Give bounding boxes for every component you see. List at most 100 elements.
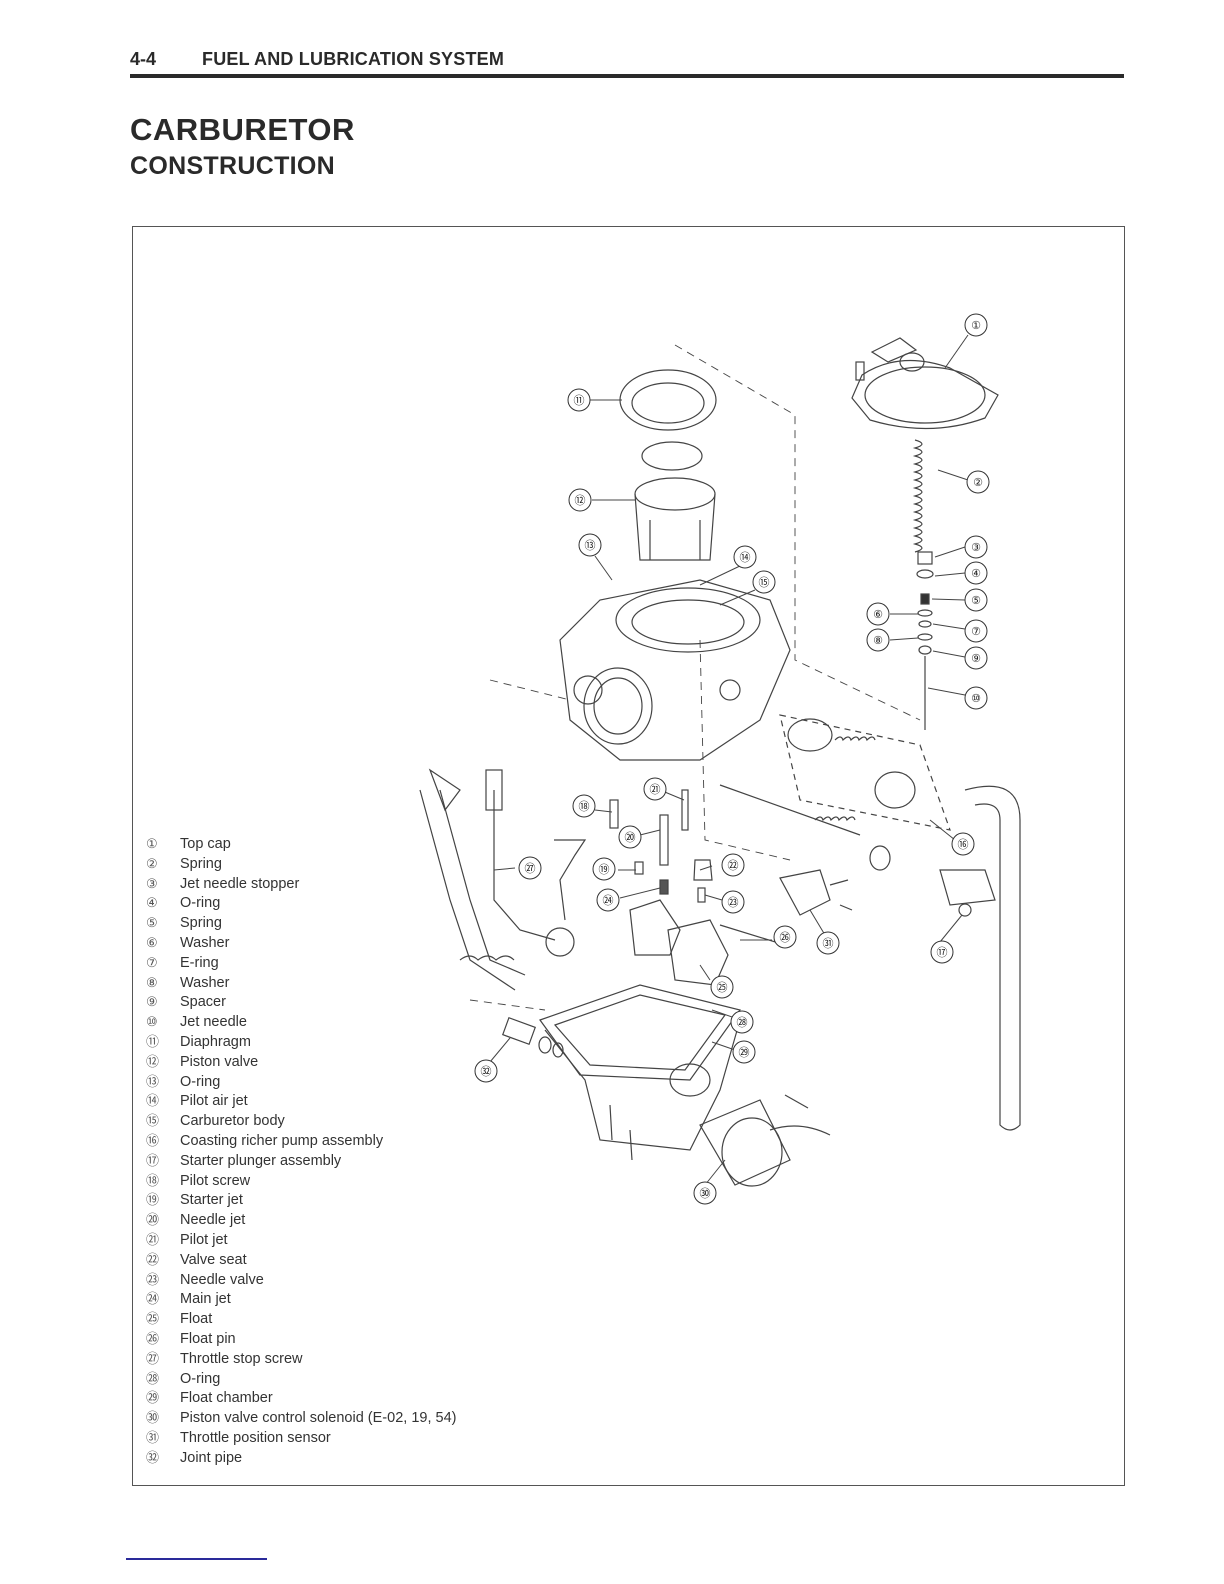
- legend-item-name: Needle valve: [180, 1271, 264, 1288]
- legend-item-name: Spacer: [180, 994, 226, 1011]
- legend-item-number: ㉕: [146, 1311, 160, 1327]
- legend-item: ⑱ Pilot screw: [146, 1171, 566, 1191]
- callout-label: ㉔: [603, 894, 614, 907]
- callout-label: ⑭: [740, 551, 751, 564]
- legend-item: ⑧ Washer: [146, 973, 566, 993]
- callout-label: ㉘: [737, 1016, 748, 1029]
- callout-label: ⑱: [579, 800, 590, 813]
- page-title: CARBURETOR: [130, 112, 355, 147]
- legend-item-number: ⑱: [146, 1172, 160, 1188]
- legend-item-name: Starter plunger assembly: [180, 1152, 342, 1169]
- legend-item-name: Spring: [180, 915, 222, 932]
- page-header: 4-4 FUEL AND LUBRICATION SYSTEM: [130, 46, 1124, 80]
- top-cap-part: [851, 337, 999, 430]
- legend-item-number: ㉖: [146, 1330, 160, 1346]
- float-chamber-part: [539, 984, 742, 1161]
- callout-label: ②: [973, 477, 983, 489]
- callout-label: ㉛: [823, 937, 834, 950]
- legend-item-number: ㉗: [146, 1350, 160, 1366]
- legend-item-number: ㉑: [146, 1231, 160, 1247]
- legend-item-number: ⑮: [146, 1113, 160, 1129]
- legend-item-name: Diaphragm: [180, 1033, 251, 1050]
- legend-item-name: Spring: [180, 855, 222, 872]
- callout-label: ⑧: [873, 635, 883, 647]
- legend-item-name: Valve seat: [180, 1251, 247, 1268]
- legend-item-name: Jet needle stopper: [180, 875, 300, 892]
- legend-item-name: Starter jet: [180, 1192, 243, 1209]
- carburetor-body-part: [559, 579, 791, 761]
- callout-label: ⑰: [937, 946, 948, 959]
- legend-item-number: ㉙: [146, 1390, 160, 1406]
- legend-item-name: E-ring: [180, 954, 219, 971]
- legend-item-name: Carburetor body: [180, 1113, 285, 1130]
- legend-item-name: Pilot screw: [180, 1172, 251, 1189]
- header-rule: [130, 74, 1124, 78]
- page-subtitle: CONSTRUCTION: [130, 152, 335, 180]
- callout-label: ㉓: [728, 896, 739, 909]
- callout-label: ⑥: [873, 609, 883, 621]
- legend-item-name: Coasting richer pump assembly: [180, 1132, 384, 1149]
- legend-item-number: ②: [146, 855, 158, 871]
- legend-item-name: Washer: [180, 974, 230, 991]
- spring-part: [912, 439, 923, 553]
- legend-item-name: Throttle stop screw: [180, 1350, 303, 1367]
- callout-label: ⑫: [575, 494, 586, 507]
- starter-plunger-part: [719, 784, 996, 917]
- callout-label: ㉜: [481, 1065, 492, 1078]
- legend-item-number: ㉚: [146, 1410, 160, 1426]
- legend-item-number: ④: [146, 895, 158, 911]
- legend-item: ⑮ Carburetor body: [146, 1111, 566, 1131]
- legend-item-number: ⑦: [146, 954, 158, 970]
- legend-item-name: Jet needle: [180, 1014, 247, 1031]
- legend-item-number: ㉔: [146, 1291, 160, 1307]
- callout-label: ①: [971, 320, 981, 332]
- coasting-richer-pump-part: [779, 714, 951, 831]
- leader-lines: [489, 334, 969, 1186]
- callout-label: ㉑: [650, 783, 661, 796]
- legend-item-number: ③: [146, 875, 158, 891]
- legend-item-name: Float pin: [180, 1330, 236, 1347]
- legend-item: ④ O-ring: [146, 893, 566, 913]
- throttle-position-sensor-part: [779, 869, 853, 916]
- legend-item-number: ⑧: [146, 974, 158, 990]
- legend-item: ② Spring: [146, 854, 566, 874]
- legend-item-name: Float chamber: [180, 1390, 273, 1407]
- callout-label: ⑪: [574, 394, 585, 407]
- vent-tube: [964, 785, 1021, 1131]
- figure-frame: [132, 226, 1125, 1486]
- diaphragm-part: [619, 369, 717, 471]
- legend-item: ㉒ Valve seat: [146, 1250, 566, 1270]
- legend-item-number: ⑭: [146, 1093, 160, 1109]
- joint-pipe-part: [501, 1016, 564, 1058]
- callout-label: ⑦: [971, 626, 981, 638]
- legend-item-name: Pilot air jet: [180, 1093, 248, 1110]
- legend-item-name: O-ring: [180, 895, 221, 912]
- legend-item-name: Throttle position sensor: [180, 1429, 331, 1446]
- legend-item-name: Needle jet: [180, 1212, 246, 1229]
- legend-item-name: O-ring: [180, 1073, 221, 1090]
- callout-label: ⑨: [971, 653, 981, 665]
- legend-item-number: ⑥: [146, 934, 158, 950]
- legend-item-number: ⑫: [146, 1053, 160, 1069]
- legend-item-number: ㉒: [146, 1251, 160, 1267]
- callout-label: ㉗: [525, 862, 536, 875]
- callout-label: ③: [971, 542, 981, 554]
- callout-label: ⑳: [625, 831, 636, 844]
- callout-label: ㉖: [780, 931, 791, 944]
- legend-item-number: ㉘: [146, 1370, 160, 1386]
